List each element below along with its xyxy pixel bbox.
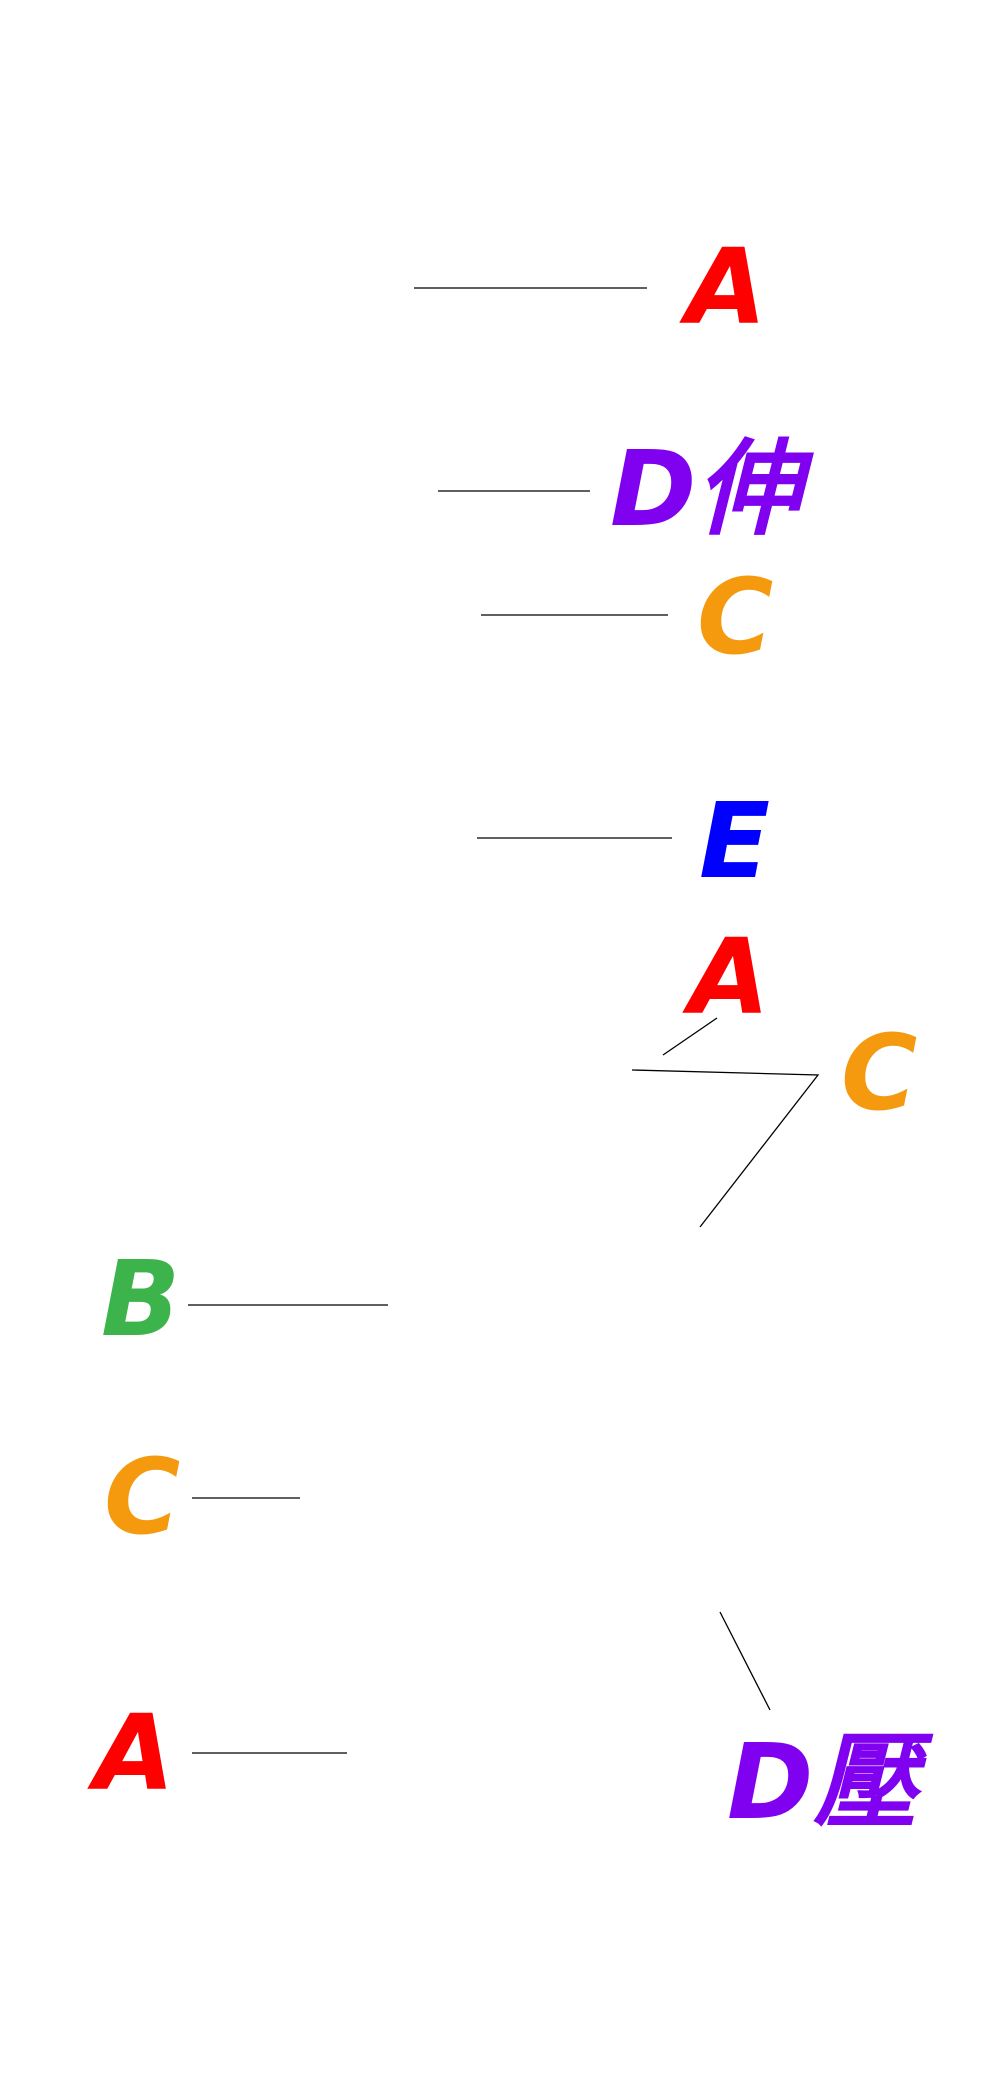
line-a-middle — [662, 1017, 718, 1056]
label-c-upper: C — [697, 556, 773, 678]
label-a-top: A — [679, 226, 767, 348]
line-d-ya — [719, 1611, 771, 1711]
label-d-ya: D壓 — [727, 1721, 934, 1843]
label-a-middle: A — [682, 916, 770, 1038]
label-b: B — [101, 1238, 180, 1360]
label-c-right: C — [841, 1012, 917, 1134]
label-c-left: C — [104, 1436, 180, 1558]
label-d-shen: D伸 — [610, 428, 814, 550]
label-e: E — [699, 780, 770, 902]
label-a-bottom: A — [87, 1692, 175, 1814]
line-c-right-bend — [631, 1069, 820, 1228]
